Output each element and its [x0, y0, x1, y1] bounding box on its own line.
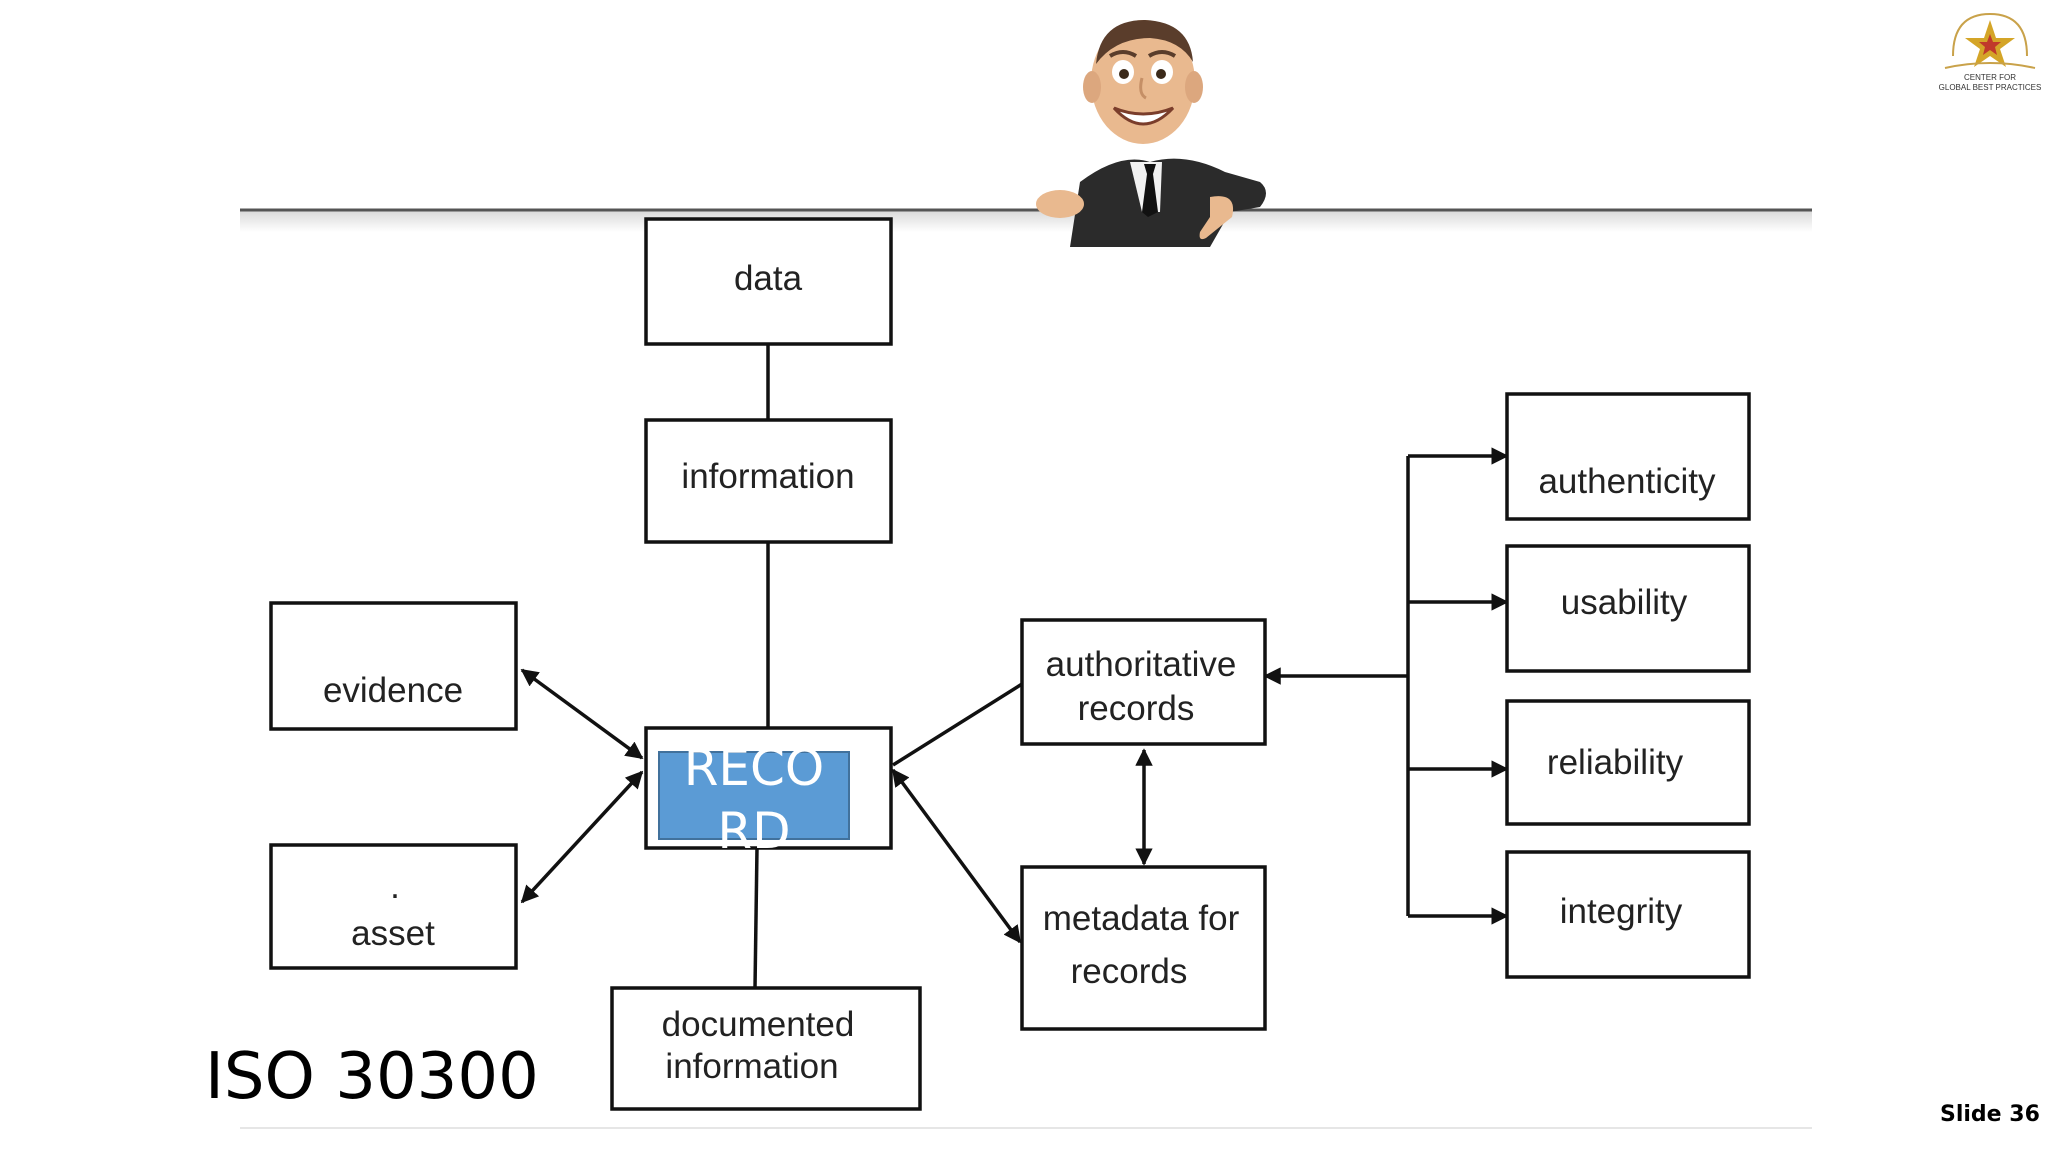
connector-evidence-record	[520, 668, 644, 760]
slide-number: Slide 36	[1940, 1102, 2040, 1127]
box-information	[644, 418, 893, 544]
label-authenticity: authenticity	[1538, 462, 1716, 501]
shelf-shadow	[240, 210, 1812, 232]
label-reliability: reliability	[1547, 743, 1684, 782]
box-authoritative-records	[1020, 618, 1267, 746]
box-data	[644, 217, 893, 346]
suit-body	[1070, 158, 1266, 247]
label-metadata-line1: metadata for	[1043, 899, 1240, 938]
diagram-connectors	[520, 344, 1509, 989]
grin	[1112, 106, 1175, 126]
label-authoritative-line1: authoritative	[1046, 645, 1237, 684]
logo-arc	[1952, 12, 2028, 57]
pupil-right	[1156, 69, 1166, 79]
logo-line2: GLOBAL BEST PRACTICES	[1939, 83, 2042, 92]
label-record-line1: RECO	[684, 739, 825, 797]
box-reliability	[1505, 699, 1751, 826]
logo-star-inner-icon	[1979, 34, 2001, 55]
label-asset-dot: .	[390, 867, 400, 906]
label-documented-line1: documented	[662, 1005, 855, 1044]
cartoon-businessman-illustration	[1036, 20, 1266, 247]
label-evidence: evidence	[323, 671, 463, 710]
label-documented-line2: information	[665, 1047, 838, 1086]
ear-right	[1185, 71, 1203, 103]
pupil-left	[1119, 69, 1129, 79]
connector-record-documented	[753, 847, 759, 989]
nose	[1139, 77, 1147, 100]
box-documented-information	[610, 986, 922, 1111]
box-integrity	[1505, 850, 1751, 979]
hair	[1096, 20, 1193, 64]
connector-record-metadata	[891, 768, 1022, 944]
box-evidence	[269, 601, 518, 731]
logo-line1: CENTER FOR	[1964, 73, 2016, 82]
hand-left	[1036, 190, 1084, 218]
ear-left	[1083, 71, 1101, 103]
box-usability	[1505, 544, 1751, 673]
label-record-line2: RD	[717, 802, 790, 860]
slide-title: ISO 30300	[205, 1040, 539, 1114]
label-data: data	[734, 259, 803, 298]
label-metadata-line2: records	[1071, 952, 1188, 991]
box-authenticity	[1505, 392, 1751, 521]
brow-right	[1147, 50, 1177, 58]
label-asset: asset	[351, 914, 435, 953]
box-asset	[269, 843, 518, 970]
logo-swoosh	[1944, 62, 2036, 69]
connector-asset-record	[520, 770, 644, 904]
box-metadata-for-records	[1020, 865, 1267, 1031]
label-usability: usability	[1561, 583, 1688, 622]
record-highlight	[658, 751, 850, 840]
label-information: information	[681, 457, 854, 496]
tie	[1142, 164, 1158, 217]
center-for-global-best-practices-logo: CENTER FOR GLOBAL BEST PRACTICES	[1939, 12, 2042, 92]
brow-left	[1108, 50, 1138, 58]
connector-record-authoritative	[892, 682, 1023, 767]
hand-right-pointing	[1199, 196, 1234, 240]
label-authoritative-line2: records	[1078, 689, 1195, 728]
label-integrity: integrity	[1560, 892, 1683, 931]
